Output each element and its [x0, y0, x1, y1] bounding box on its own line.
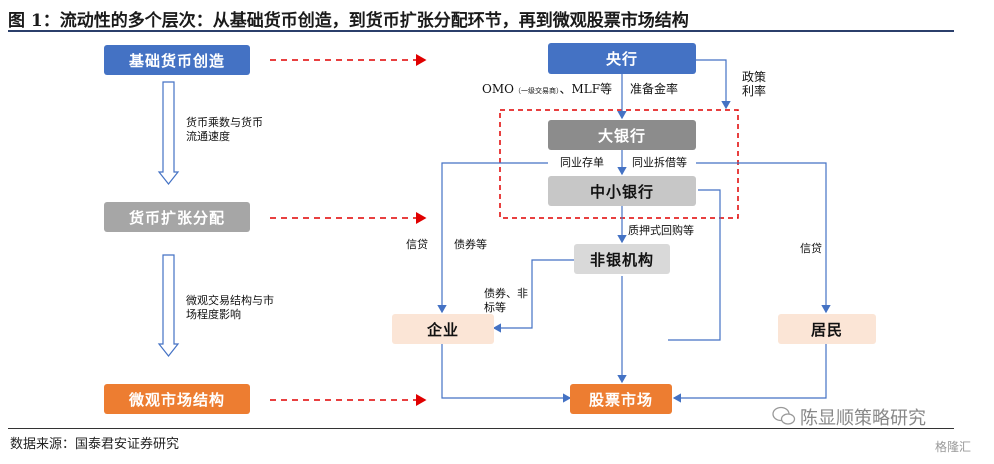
nonbank-box: 非银机构	[574, 244, 670, 274]
omo-label: OMO（一级交易商）、MLF等	[482, 82, 613, 96]
policy-rate-label: 政策利率	[742, 70, 767, 98]
micro-structure-label: 微观交易结构与市场程度影响	[186, 294, 274, 321]
credit-left-label: 信贷	[406, 238, 428, 251]
base-money-creation-box: 基础货币创造	[104, 45, 250, 75]
bonds-nonstandard-label: 债券、非标等	[484, 287, 528, 314]
footer-rule	[8, 428, 954, 429]
bank-system-frame	[499, 109, 739, 219]
stock-market-box: 股票市场	[570, 384, 672, 414]
wechat-icon	[772, 406, 796, 425]
credit-right-label: 信贷	[800, 242, 822, 255]
hollow-arrow-2	[157, 254, 180, 357]
money-multiplier-label: 货币乘数与货币流通速度	[186, 116, 263, 143]
title-rule	[8, 30, 954, 32]
figure-title: 图 1：流动性的多个层次：从基础货币创造，到货币扩张分配环节，再到微观股票市场结…	[8, 11, 689, 31]
interbank-deposit-label: 同业存单	[560, 156, 604, 169]
bonds-label: 债券等	[454, 238, 487, 251]
reserve-ratio-label: 准备金率	[630, 82, 679, 96]
source-note: 数据来源：国泰君安证券研究	[10, 437, 180, 452]
micro-market-structure-box: 微观市场结构	[104, 384, 250, 414]
watermark-text: 陈显顺策略研究	[800, 408, 926, 429]
resident-box: 居民	[778, 314, 876, 344]
repo-label: 质押式回购等	[628, 224, 694, 237]
big-bank-box: 大银行	[548, 120, 696, 150]
enterprise-box: 企业	[392, 314, 494, 344]
watermark-brand: 格隆汇	[935, 440, 972, 454]
interbank-loan-label: 同业拆借等	[632, 156, 687, 169]
money-expansion-box: 货币扩张分配	[104, 202, 250, 232]
small-bank-box: 中小银行	[548, 176, 696, 206]
hollow-arrow-1	[157, 81, 180, 185]
central-bank-box: 央行	[548, 43, 696, 74]
